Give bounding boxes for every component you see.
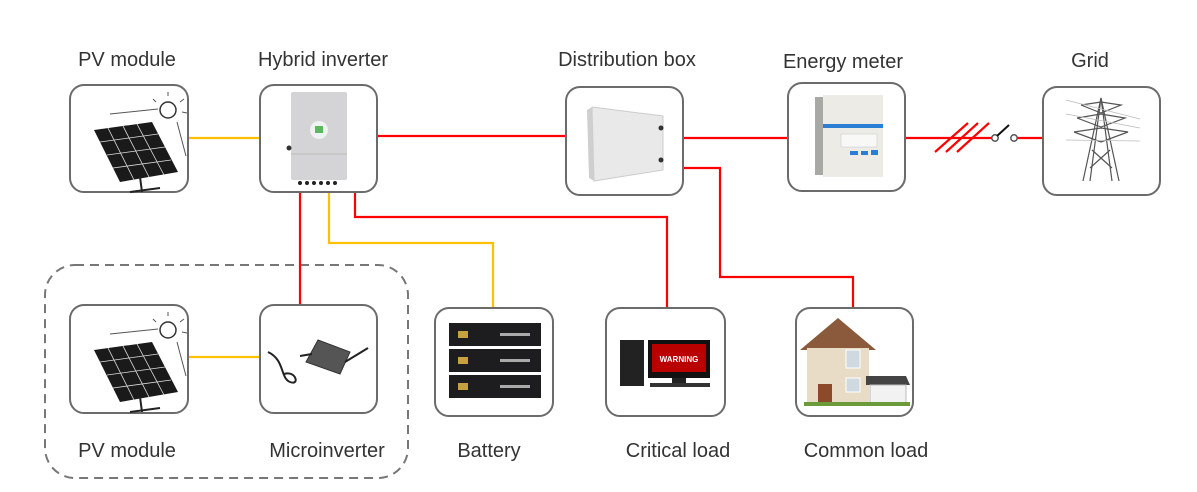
grid-switch-icon <box>991 124 1018 142</box>
pv-module-top-label: PV module <box>78 49 176 71</box>
dc-line-inverter-to-battery <box>327 192 495 308</box>
computer-icon: WARNING <box>620 340 710 387</box>
pv-module-bottom-label: PV module <box>78 440 176 462</box>
distribution-cabinet-icon <box>587 106 664 182</box>
microinverter-label: Microinverter <box>269 440 385 462</box>
critical-load-label: Critical load <box>625 440 731 462</box>
battery-stack-icon <box>449 323 541 398</box>
house-icon <box>800 318 910 406</box>
microinverter-group <box>44 264 409 479</box>
common-load-label: Common load <box>803 440 929 462</box>
distribution-box-label: Distribution box <box>558 49 696 71</box>
grid-box <box>1042 86 1161 196</box>
battery-label: Battery <box>457 440 521 462</box>
three-phase-marker <box>934 122 990 153</box>
energy-meter-label: Energy meter <box>782 51 904 73</box>
hybrid-inverter-icon <box>286 92 347 185</box>
transmission-tower-icon <box>1065 97 1141 182</box>
ac-line-inverter-to-critical-load <box>353 192 669 308</box>
grid-label: Grid <box>1071 50 1109 72</box>
warning-screen-text: WARNING <box>660 355 699 364</box>
microinverter-icon <box>267 339 369 384</box>
hybrid-inverter-label: Hybrid inverter <box>257 49 389 71</box>
ac-line-distribution-to-common-load <box>683 166 855 308</box>
energy-meter-icon <box>815 95 883 177</box>
